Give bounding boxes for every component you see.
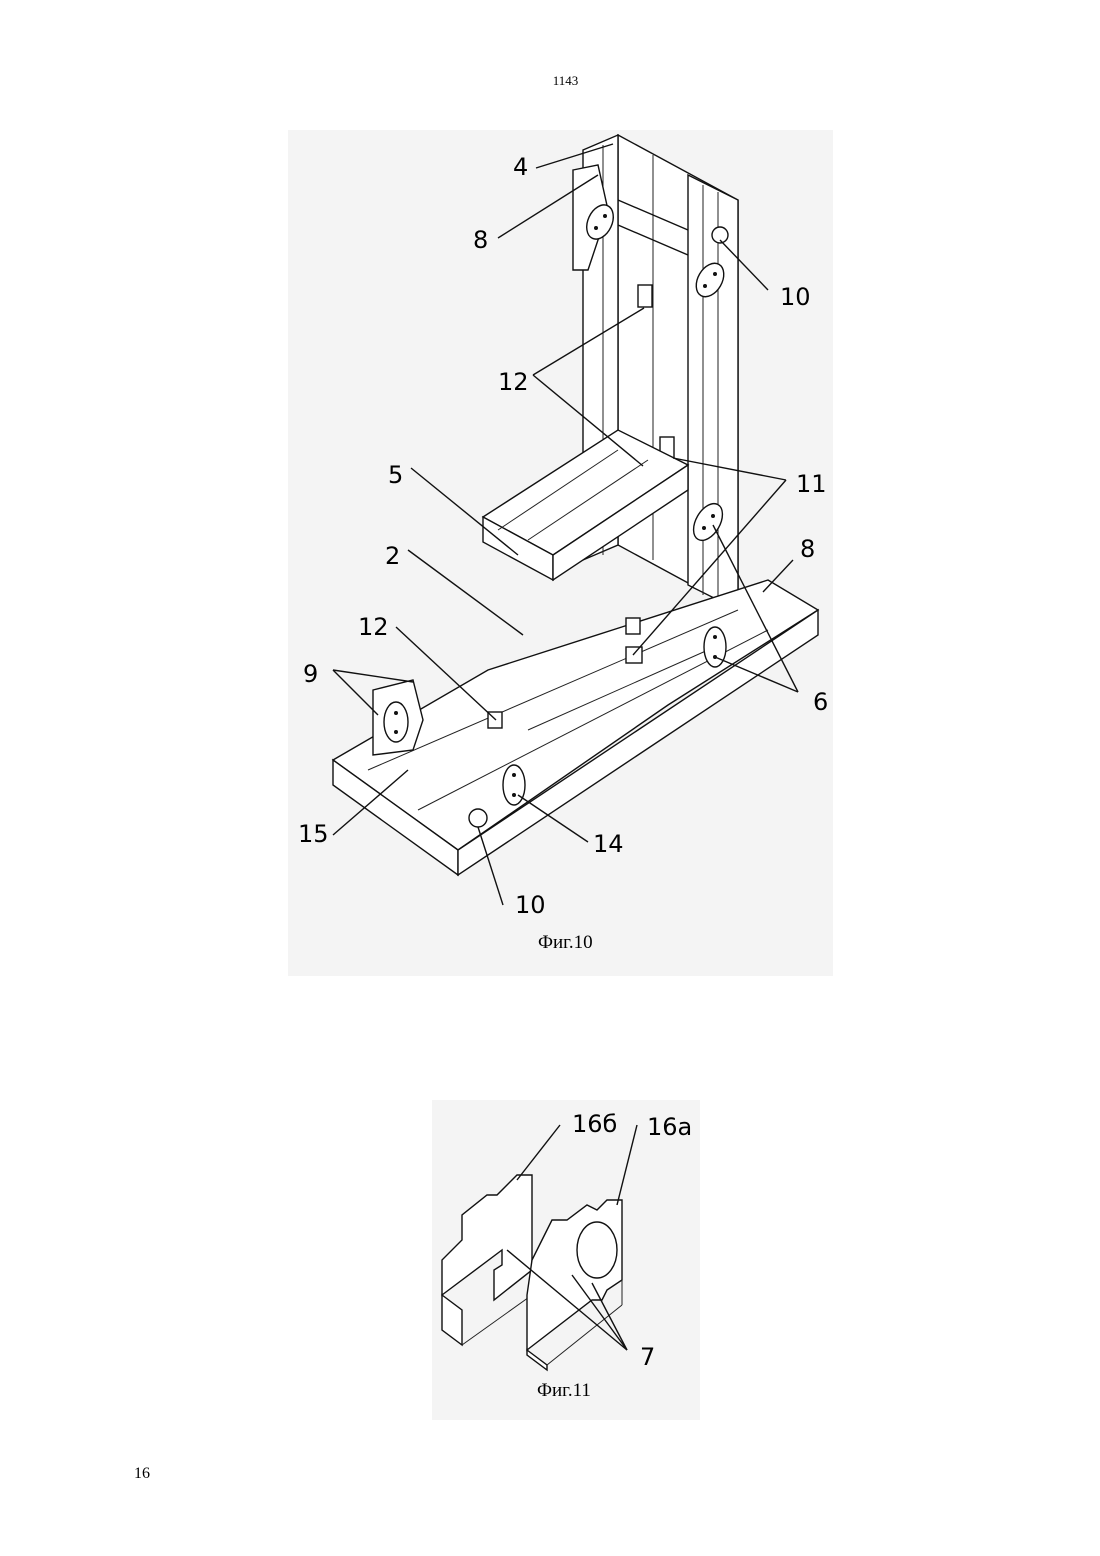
- label-8-upper: 8: [473, 226, 488, 254]
- bracket-12-upper: [638, 285, 652, 307]
- part-16b: [442, 1175, 532, 1300]
- part-16a-side: [527, 1350, 547, 1370]
- label-7: 7: [640, 1343, 655, 1371]
- figure-11: 16б 16а 7 Фиг.11: [432, 1100, 700, 1420]
- label-5: 5: [388, 461, 403, 489]
- label-12-lower: 12: [358, 613, 389, 641]
- page-number-bottom: 16: [134, 1465, 150, 1483]
- label-10-lower: 10: [515, 891, 546, 919]
- figure-10: 4 8 10 12 11 5 8 2 12 9 6 15 14 10 Фиг.1…: [288, 130, 833, 976]
- label-9: 9: [303, 660, 318, 688]
- label-16a: 16а: [647, 1113, 692, 1141]
- part-16b-side: [442, 1295, 462, 1345]
- oval-hole: [384, 702, 408, 742]
- part-16a: [527, 1200, 622, 1350]
- label-8-lower: 8: [800, 535, 815, 563]
- page-number-top: 1143: [0, 73, 1100, 89]
- label-2: 2: [385, 542, 400, 570]
- label-6: 6: [813, 688, 828, 716]
- column-right-flange: [688, 175, 738, 610]
- label-14: 14: [593, 830, 624, 858]
- label-12-upper: 12: [498, 368, 529, 396]
- bracket-lower: [626, 618, 640, 634]
- label-16b: 16б: [572, 1110, 617, 1138]
- round-hole-10-lower: [469, 809, 487, 827]
- part-16a-cutout: [577, 1222, 617, 1278]
- label-15: 15: [298, 820, 329, 848]
- bracket-11-lower: [626, 647, 642, 663]
- label-10-upper: 10: [780, 283, 811, 311]
- label-11: 11: [796, 470, 827, 498]
- label-4: 4: [513, 153, 528, 181]
- figure-10-drawing: 4 8 10 12 11 5 8 2 12 9 6 15 14 10 Фиг.1…: [288, 130, 833, 976]
- figure-11-caption: Фиг.11: [537, 1380, 591, 1401]
- figure-10-caption: Фиг.10: [538, 932, 593, 953]
- figure-11-drawing: 16б 16а 7 Фиг.11: [432, 1100, 700, 1420]
- oval-hole-14: [503, 765, 525, 805]
